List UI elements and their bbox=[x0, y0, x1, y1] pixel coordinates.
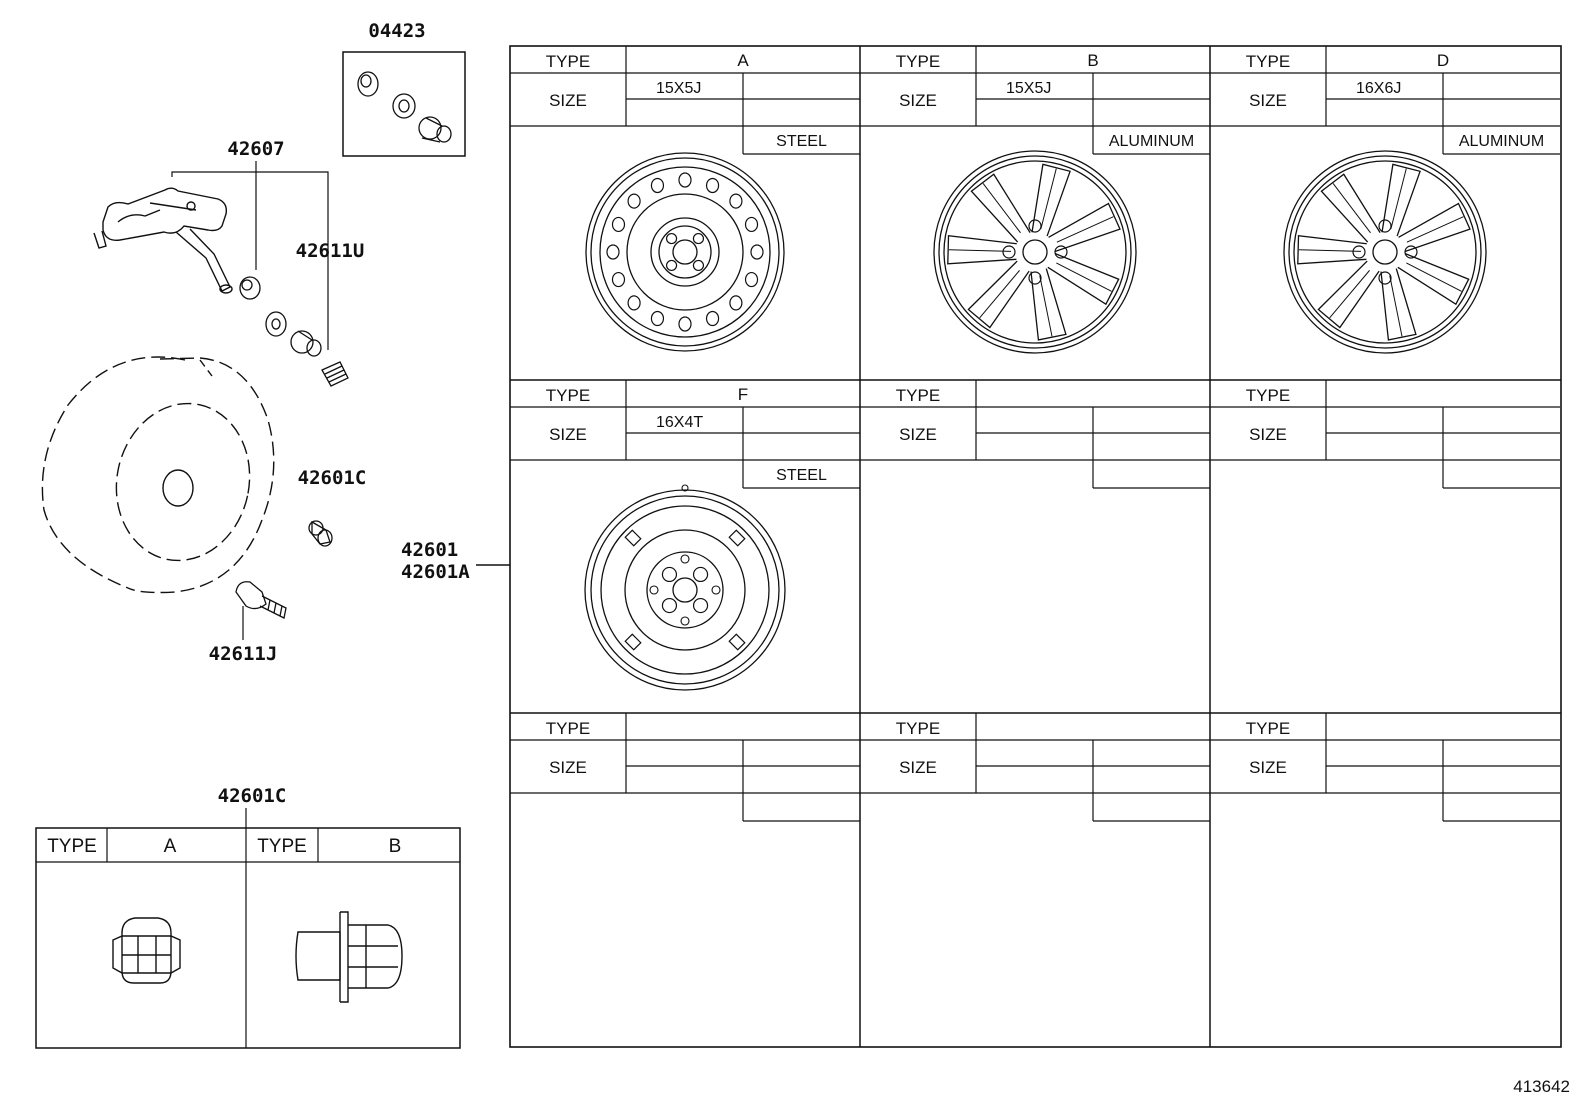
size-label: SIZE bbox=[899, 425, 937, 444]
type-label: TYPE bbox=[546, 719, 590, 738]
type-value: F bbox=[738, 385, 748, 404]
type-label: TYPE bbox=[896, 719, 940, 738]
size-value: 15X5J bbox=[656, 80, 701, 97]
size-label: SIZE bbox=[549, 758, 587, 777]
type-label: TYPE bbox=[1246, 386, 1290, 405]
tpms-grommet-icon bbox=[265, 311, 287, 337]
tire-valve-icon bbox=[235, 581, 287, 619]
wheel-cell-0-2[interactable]: TYPE D SIZE 16X6J ALUMINUM bbox=[1210, 46, 1560, 354]
size-label: SIZE bbox=[549, 425, 587, 444]
type-value: A bbox=[737, 51, 749, 70]
valve-nut-icon bbox=[418, 116, 452, 143]
tpms-bracket-line bbox=[171, 171, 329, 350]
spare-wheel-icon bbox=[584, 484, 786, 691]
nut-type-table: 42601C TYPE A TYPE B bbox=[35, 785, 461, 1049]
wheel-cell-0-1[interactable]: TYPE B SIZE 15X5J ALUMINUM bbox=[860, 46, 1210, 354]
hub-nut-group[interactable]: 42601C bbox=[298, 467, 367, 547]
tire-phantom-icon bbox=[41, 356, 275, 594]
size-label: SIZE bbox=[899, 758, 937, 777]
nut-table-title: 42601C bbox=[218, 785, 287, 807]
nut-table-type-label-a: TYPE bbox=[47, 836, 97, 857]
tpms-sensor-group[interactable]: 42607 bbox=[93, 138, 329, 357]
size-label: SIZE bbox=[899, 91, 937, 110]
grommet-icon bbox=[392, 93, 416, 119]
valve-group[interactable]: 42611J bbox=[209, 581, 287, 665]
alloy-wheel-icon bbox=[1283, 150, 1487, 354]
acorn-nut-icon bbox=[112, 917, 181, 984]
wheel-table-frame bbox=[509, 45, 1562, 1048]
valve-kit-box bbox=[342, 51, 466, 157]
nut-table-type-value-a: A bbox=[164, 836, 177, 857]
tpms-sensor-part-number[interactable]: 42607 bbox=[227, 138, 284, 160]
wheel-cell-1-1[interactable]: TYPE SIZE bbox=[860, 380, 1210, 489]
material-value: STEEL bbox=[776, 467, 827, 484]
size-label: SIZE bbox=[1249, 758, 1287, 777]
wheel-cell-2-0[interactable]: TYPE SIZE bbox=[510, 713, 860, 822]
type-value: D bbox=[1437, 51, 1449, 70]
valve-cap-icon bbox=[357, 71, 379, 97]
valve-kit-group[interactable]: 04423 bbox=[342, 20, 466, 157]
wheel-cell-1-0[interactable]: TYPE F SIZE 16X4T STEEL bbox=[510, 380, 860, 691]
steel-wheel-icon bbox=[585, 152, 785, 352]
wheel-part-number[interactable]: 42601 bbox=[401, 539, 458, 561]
type-label: TYPE bbox=[896, 52, 940, 71]
valve-part-number[interactable]: 42611J bbox=[209, 643, 278, 665]
wheel-cell-2-2[interactable]: TYPE SIZE bbox=[1210, 713, 1560, 822]
type-label: TYPE bbox=[546, 52, 590, 71]
wheel-cell-0-0[interactable]: TYPE A SIZE 15X5J STEEL bbox=[510, 46, 860, 352]
wheel-cell-2-1[interactable]: TYPE SIZE bbox=[860, 713, 1210, 822]
material-value: ALUMINUM bbox=[1459, 133, 1544, 150]
tpms-valve-nut-icon bbox=[239, 276, 261, 300]
nut-table-frame bbox=[35, 827, 461, 1049]
wheel-part-number-alt[interactable]: 42601A bbox=[401, 561, 470, 583]
wheel-cell-1-2[interactable]: TYPE SIZE bbox=[1210, 380, 1560, 489]
material-value: STEEL bbox=[776, 133, 827, 150]
figure-id: 413642 bbox=[1513, 1077, 1570, 1096]
type-label: TYPE bbox=[1246, 52, 1290, 71]
material-value: ALUMINUM bbox=[1109, 133, 1194, 150]
nut-table-type-label-b: TYPE bbox=[257, 836, 307, 857]
tpms-cap-icon bbox=[290, 330, 322, 357]
size-label: SIZE bbox=[549, 91, 587, 110]
tpms-valve-group[interactable]: 42611U bbox=[296, 240, 365, 387]
type-value: B bbox=[1087, 51, 1098, 70]
tpms-sensor-icon bbox=[93, 187, 233, 294]
hub-nut-icon bbox=[308, 520, 333, 547]
tpms-valve-part-number[interactable]: 42611U bbox=[296, 240, 365, 262]
size-label: SIZE bbox=[1249, 425, 1287, 444]
size-value: 16X6J bbox=[1356, 80, 1401, 97]
tpms-valve-core-icon bbox=[321, 361, 349, 387]
type-label: TYPE bbox=[546, 386, 590, 405]
type-label: TYPE bbox=[1246, 719, 1290, 738]
wheel-callout-group[interactable]: 42601 42601A bbox=[401, 539, 510, 583]
alloy-wheel-icon bbox=[933, 150, 1137, 354]
valve-kit-part-number[interactable]: 04423 bbox=[368, 20, 425, 42]
size-value: 16X4T bbox=[656, 414, 703, 431]
size-label: SIZE bbox=[1249, 91, 1287, 110]
flanged-nut-icon bbox=[295, 911, 403, 1003]
wheel-type-table: TYPE A SIZE 15X5J STEEL TYPE B SIZE 15X5J ALUMINU… bbox=[509, 45, 1562, 1048]
size-value: 15X5J bbox=[1006, 80, 1051, 97]
nut-table-type-value-b: B bbox=[389, 836, 402, 857]
type-label: TYPE bbox=[896, 386, 940, 405]
hub-nut-part-number[interactable]: 42601C bbox=[298, 467, 367, 489]
